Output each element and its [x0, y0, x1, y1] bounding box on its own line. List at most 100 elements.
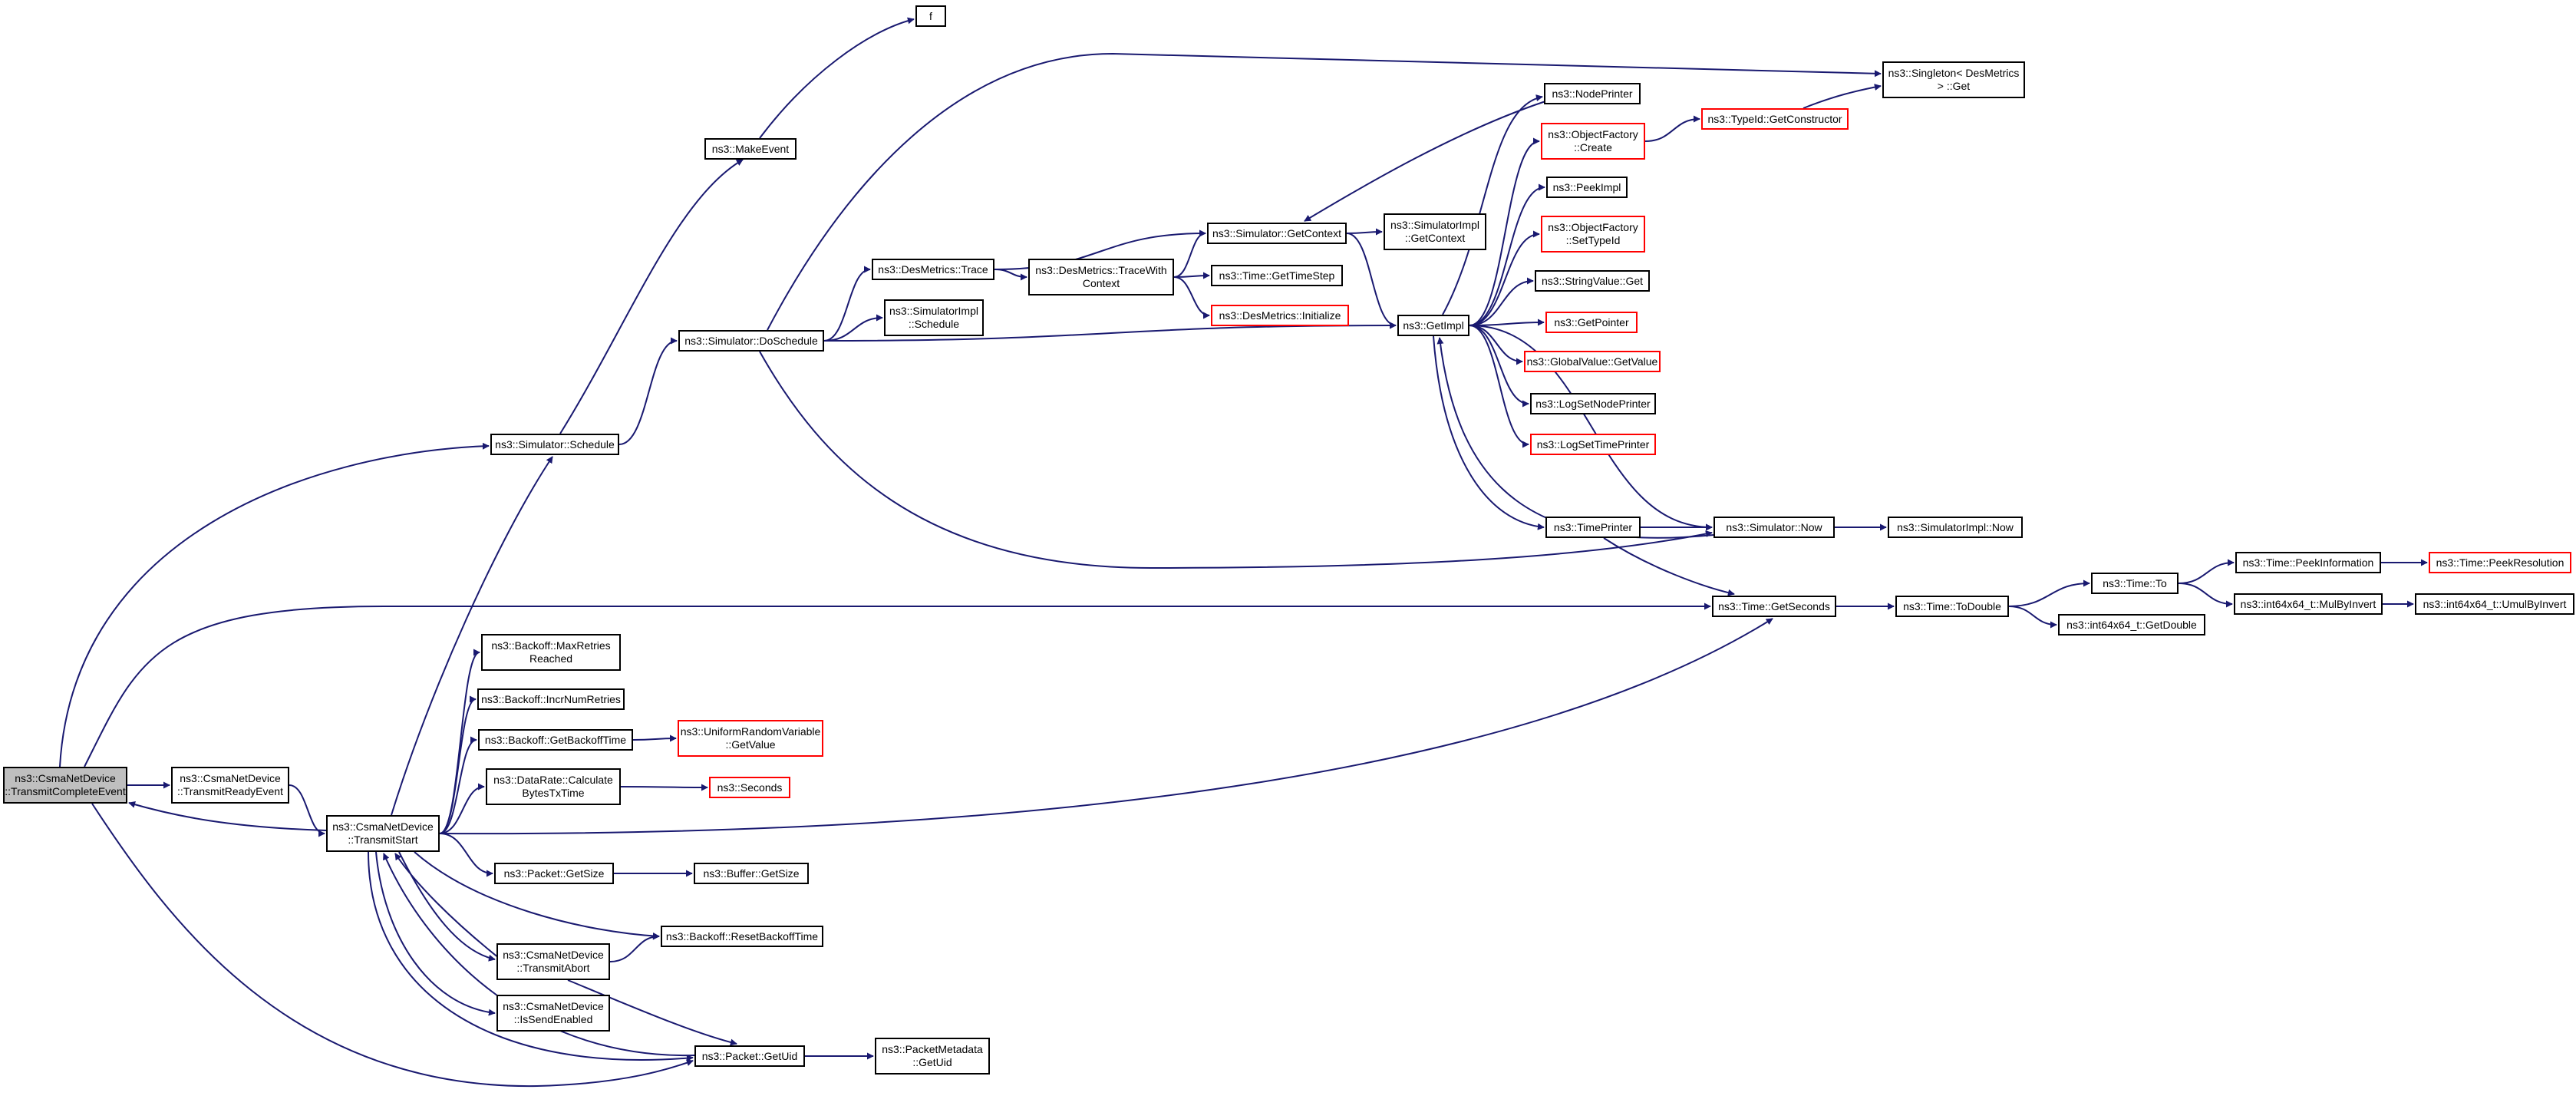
- node-getPointer[interactable]: ns3::GetPointer: [1545, 312, 1638, 333]
- edge-traceWithContext-to-desInit: [1173, 276, 1210, 319]
- edge-transmitAbort-to-transmitStart: [394, 853, 500, 959]
- node-implGetContext[interactable]: ns3::SimulatorImpl::GetContext: [1384, 213, 1486, 250]
- node-label-line: ns3::Time::To: [2103, 576, 2167, 589]
- node-doSchedule[interactable]: ns3::Simulator::DoSchedule: [678, 330, 824, 352]
- node-label-line: ns3::Buffer::GetSize: [703, 867, 800, 880]
- node-getContext[interactable]: ns3::Simulator::GetContext: [1207, 223, 1347, 244]
- node-desTrace[interactable]: ns3::DesMetrics::Trace: [872, 259, 994, 280]
- node-seconds[interactable]: ns3::Seconds: [709, 777, 790, 798]
- node-label-line: ::GetUid: [912, 1056, 952, 1068]
- node-makeEvent[interactable]: ns3::MakeEvent: [704, 138, 797, 160]
- node-packetGetSize[interactable]: ns3::Packet::GetSize: [494, 863, 614, 884]
- node-isSendEnabled[interactable]: ns3::CsmaNetDevice::IsSendEnabled: [496, 995, 610, 1032]
- edge-toDouble-to-timeTo: [2008, 579, 2090, 607]
- node-label-line: ns3::GetPointer: [1554, 315, 1629, 328]
- node-label-line: ns3::int64x64_t::UmulByInvert: [2423, 597, 2567, 610]
- node-transmitStart[interactable]: ns3::CsmaNetDevice::TransmitStart: [326, 815, 440, 852]
- node-toDouble[interactable]: ns3::Time::ToDouble: [1895, 596, 2009, 617]
- node-peekInfo[interactable]: ns3::Time::PeekInformation: [2235, 552, 2381, 573]
- node-label-line: ::TransmitAbort: [516, 962, 590, 974]
- node-label-line: ns3::int64x64_t::MulByInvert: [2240, 597, 2376, 610]
- node-implSchedule[interactable]: ns3::SimulatorImpl::Schedule: [884, 299, 984, 336]
- node-label-line: ns3::Backoff::GetBackoffTime: [484, 733, 627, 746]
- node-label-line: ns3::CsmaNetDevice: [15, 772, 116, 784]
- edge-makeEvent-to-f: [759, 17, 915, 139]
- node-label-line: ::TransmitReadyEvent: [177, 785, 283, 797]
- node-resetBackoff[interactable]: ns3::Backoff::ResetBackoffTime: [661, 926, 823, 947]
- node-peekImpl[interactable]: ns3::PeekImpl: [1546, 177, 1628, 198]
- node-desInit[interactable]: ns3::DesMetrics::Initialize: [1211, 305, 1349, 326]
- node-label-line: ns3::Backoff::IncrNumRetries: [481, 692, 621, 705]
- node-getImpl[interactable]: ns3::GetImpl: [1397, 315, 1469, 336]
- edge-transmitStart-to-packetGetSize: [439, 833, 493, 877]
- node-stringValueGet[interactable]: ns3::StringValue::Get: [1535, 270, 1650, 292]
- edge-timeTo-to-peekInfo: [2178, 559, 2235, 584]
- node-label-line: ns3::Packet::GetSize: [503, 867, 605, 880]
- node-metaGetUid[interactable]: ns3::PacketMetadata::GetUid: [875, 1038, 990, 1075]
- node-timeTo[interactable]: ns3::Time::To: [2091, 573, 2179, 594]
- edge-ofCreate-to-typeIdCtor: [1644, 115, 1700, 142]
- node-label-line: ns3::DesMetrics::Trace: [878, 262, 988, 276]
- node-incrRetries[interactable]: ns3::Backoff::IncrNumRetries: [477, 688, 625, 710]
- edge-transmitAbort-to-packetGetUid: [567, 979, 737, 1046]
- node-packetGetUid[interactable]: ns3::Packet::GetUid: [694, 1045, 805, 1067]
- node-label-line: ns3::Time::PeekResolution: [2436, 556, 2564, 569]
- node-label-line: ns3::Packet::GetUid: [701, 1049, 798, 1062]
- edge-getImpl-to-ofSetTypeId: [1469, 230, 1540, 326]
- node-i64GetDouble[interactable]: ns3::int64x64_t::GetDouble: [2058, 614, 2205, 635]
- node-label-line: ns3::Seconds: [717, 781, 783, 794]
- node-nodePrinter[interactable]: ns3::NodePrinter: [1544, 83, 1641, 104]
- node-label-line: ns3::LogSetNodePrinter: [1535, 397, 1651, 410]
- node-schedule[interactable]: ns3::Simulator::Schedule: [490, 434, 619, 455]
- node-label-line: ns3::Time::PeekInformation: [2242, 556, 2374, 569]
- node-umulByInvert[interactable]: ns3::int64x64_t::UmulByInvert: [2415, 593, 2574, 615]
- node-label-line: f: [929, 9, 932, 22]
- node-mulByInvert[interactable]: ns3::int64x64_t::MulByInvert: [2234, 593, 2383, 615]
- edge-nodePrinter-to-getContext: [1304, 101, 1546, 222]
- node-label-line: ::TransmitCompleteEvent: [5, 785, 126, 797]
- node-transmitAbort[interactable]: ns3::CsmaNetDevice::TransmitAbort: [496, 943, 610, 980]
- node-getTimeStep[interactable]: ns3::Time::GetTimeStep: [1211, 265, 1343, 286]
- node-ofSetTypeId[interactable]: ns3::ObjectFactory::SetTypeId: [1541, 216, 1645, 253]
- edge-transmitStart-to-packetGetUid: [368, 851, 694, 1062]
- edge-toDouble-to-i64GetDouble: [2008, 606, 2057, 629]
- node-f[interactable]: f: [915, 5, 946, 27]
- node-globalValue[interactable]: ns3::GlobalValue::GetValue: [1524, 351, 1661, 372]
- edge-transmitStart-to-incrRetries: [439, 695, 477, 834]
- edge-root-to-schedule: [59, 442, 490, 768]
- edge-getImpl-to-ofCreate: [1469, 137, 1540, 326]
- node-label-line: ns3::Singleton< DesMetrics: [1888, 67, 2020, 79]
- node-label-line: ns3::SimulatorImpl: [889, 305, 978, 317]
- edge-doSchedule-to-singletonGet: [767, 52, 1882, 331]
- node-bufferGetSize[interactable]: ns3::Buffer::GetSize: [694, 863, 809, 884]
- node-label-line: ns3::Backoff::ResetBackoffTime: [665, 929, 819, 942]
- edge-doSchedule-to-implSchedule: [823, 314, 883, 342]
- node-label-line: ns3::ObjectFactory: [1548, 128, 1638, 140]
- edge-getImpl-to-logNodePrinter: [1469, 325, 1529, 408]
- node-getBackoffTime[interactable]: ns3::Backoff::GetBackoffTime: [478, 729, 633, 751]
- node-uniformGetValue[interactable]: ns3::UniformRandomVariable::GetValue: [678, 720, 823, 757]
- node-label-line: ns3::Simulator::Now: [1726, 520, 1822, 533]
- node-logTimePrinter[interactable]: ns3::LogSetTimePrinter: [1530, 434, 1656, 455]
- node-logNodePrinter[interactable]: ns3::LogSetNodePrinter: [1530, 393, 1656, 414]
- node-singletonGet[interactable]: ns3::Singleton< DesMetrics> ::Get: [1882, 61, 2025, 98]
- node-label-line: ns3::Simulator::Schedule: [495, 437, 615, 451]
- edge-getContext-to-implGetContext: [1346, 228, 1383, 236]
- node-ofCreate[interactable]: ns3::ObjectFactory::Create: [1541, 123, 1645, 160]
- node-timePrinter[interactable]: ns3::TimePrinter: [1545, 517, 1641, 538]
- node-readyEvent[interactable]: ns3::CsmaNetDevice::TransmitReadyEvent: [171, 767, 289, 804]
- node-getSeconds[interactable]: ns3::Time::GetSeconds: [1712, 596, 1836, 617]
- node-label-line: ns3::SimulatorImpl: [1390, 219, 1479, 231]
- node-typeIdCtor[interactable]: ns3::TypeId::GetConstructor: [1701, 108, 1849, 130]
- edge-getImpl-to-logTimePrinter: [1469, 325, 1529, 448]
- node-label-line: ns3::GlobalValue::GetValue: [1526, 355, 1658, 368]
- edge-transmitStart-to-schedule: [391, 456, 553, 816]
- edge-transmitStart-to-resetBackoff: [414, 851, 660, 939]
- node-peekRes[interactable]: ns3::Time::PeekResolution: [2429, 552, 2571, 573]
- node-implNow[interactable]: ns3::SimulatorImpl::Now: [1888, 517, 2023, 538]
- node-label-line: ns3::Time::GetSeconds: [1718, 599, 1830, 612]
- node-simNow[interactable]: ns3::Simulator::Now: [1713, 517, 1835, 538]
